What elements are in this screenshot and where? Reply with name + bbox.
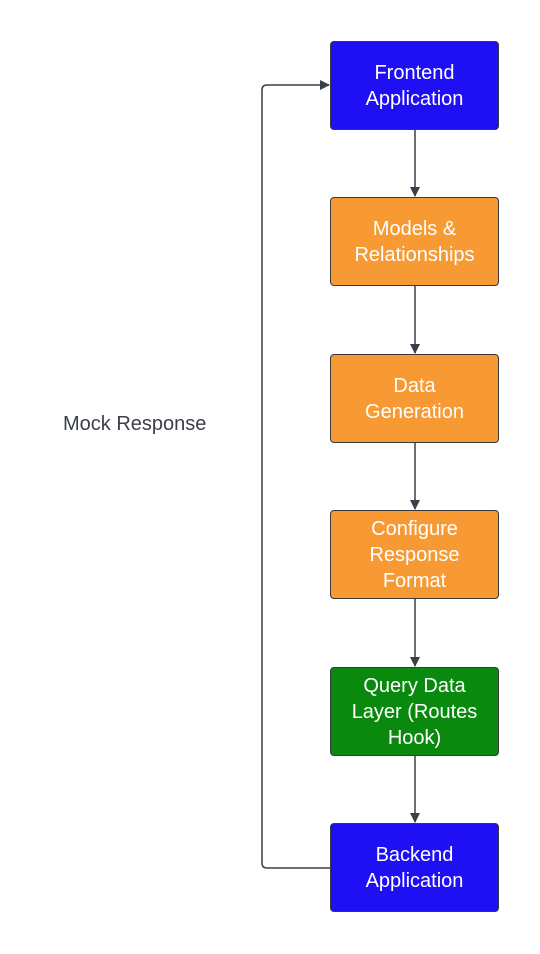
node-models-relationships: Models & Relationships: [330, 197, 499, 286]
node-frontend-application: Frontend Application: [330, 41, 499, 130]
node-query-data-layer: Query Data Layer (Routes Hook): [330, 667, 499, 756]
node-configure-response-format: Configure Response Format: [330, 510, 499, 599]
node-data-generation: Data Generation: [330, 354, 499, 443]
edge-label-mock-response: Mock Response: [63, 413, 207, 435]
arrow-backend-to-frontend: [261, 80, 330, 869]
node-backend-application: Backend Application: [330, 823, 499, 912]
